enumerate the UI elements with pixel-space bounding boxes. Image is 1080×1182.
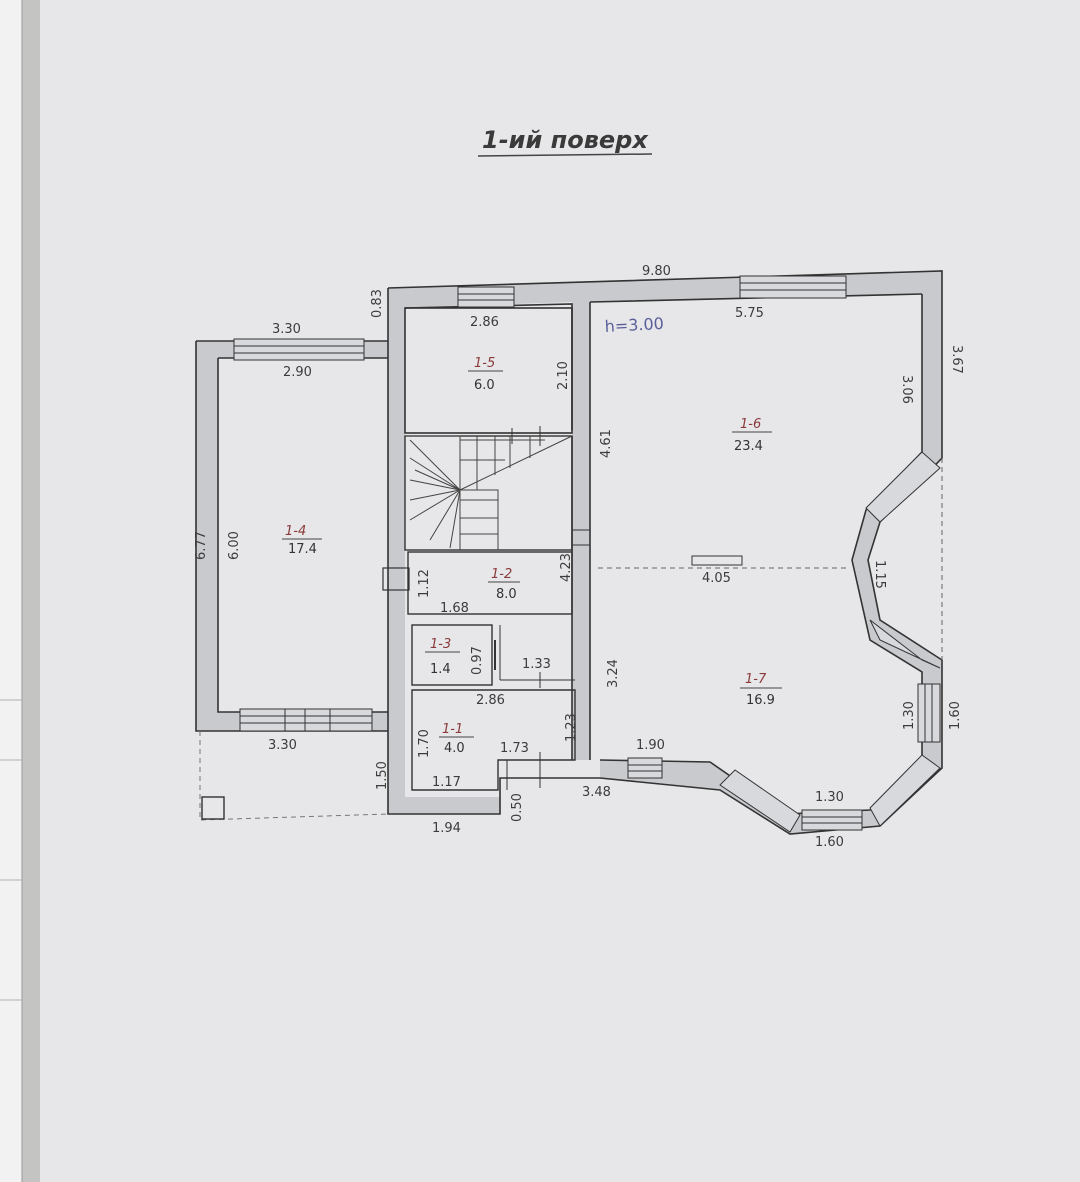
room-1-3-label: 1-3 1.4 <box>425 637 460 677</box>
svg-text:1-7: 1-7 <box>745 672 767 687</box>
dim-r16-side: 4.61 <box>599 429 614 458</box>
porch-outline <box>199 731 389 821</box>
porch-column <box>201 796 225 820</box>
dim-right-top: 3.06 <box>899 375 914 404</box>
svg-text:1-2: 1-2 <box>491 567 512 582</box>
dim-bottom-step: 0.50 <box>510 793 525 822</box>
room-1-2-walls <box>407 551 573 615</box>
dim-left-top-inner: 2.90 <box>283 365 312 380</box>
room-1-1-label: 1-1 4.0 <box>439 722 474 756</box>
room-1-5-walls <box>404 307 573 434</box>
staircase <box>405 435 573 550</box>
room-1-3-walls <box>411 624 493 686</box>
svg-text:8.0: 8.0 <box>496 587 517 602</box>
dim-r15-width: 2.86 <box>470 315 499 330</box>
radiator <box>691 555 743 566</box>
svg-text:4.0: 4.0 <box>444 741 465 756</box>
room-1-4-label: 1-4 17.4 <box>282 524 322 557</box>
svg-text:1-4: 1-4 <box>285 524 306 539</box>
dim-bay-right-inner: 1.30 <box>902 701 917 730</box>
svg-text:1-1: 1-1 <box>442 722 463 737</box>
svg-text:1-5: 1-5 <box>474 356 495 371</box>
dim-r11-bottom: 1.17 <box>432 775 461 790</box>
svg-text:1-6: 1-6 <box>740 417 761 432</box>
room-1-6-label: 1-6 23.4 <box>732 417 772 454</box>
dim-bottom-r17: 1.90 <box>636 738 665 753</box>
dim-r12-left: 1.12 <box>417 569 432 598</box>
dim-bay-lower-outer: 1.60 <box>815 835 844 850</box>
svg-text:6.0: 6.0 <box>474 378 495 393</box>
dim-left-height-outer: 6.77 <box>194 531 209 560</box>
dim-stair-side: 4.23 <box>559 553 574 582</box>
dim-right-outer-top: 3.67 <box>949 345 964 374</box>
dimension-labels: 9.80 3.30 2.90 0.83 6.77 6.00 3.30 2.86 … <box>194 264 964 850</box>
height-note: h=3.00 <box>604 314 664 336</box>
svg-text:1-3: 1-3 <box>430 637 451 652</box>
door-1-2 <box>382 567 410 591</box>
dim-r12-bottom: 1.68 <box>440 601 469 616</box>
dim-r16-top: 5.75 <box>735 306 764 321</box>
dim-bottom-left: 1.94 <box>432 821 461 836</box>
room-1-1-walls <box>411 689 576 791</box>
dim-porch-side: 1.50 <box>375 761 390 790</box>
svg-text:23.4: 23.4 <box>734 439 763 454</box>
dim-r11-step: 1.73 <box>500 741 529 756</box>
room-1-5-label: 1-5 6.0 <box>468 356 503 393</box>
svg-text:17.4: 17.4 <box>288 542 317 557</box>
room-1-7-label: 1-7 16.9 <box>740 672 782 708</box>
title-underline <box>477 153 653 157</box>
dim-r11-top: 2.86 <box>476 693 505 708</box>
room-1-2-label: 1-2 8.0 <box>488 567 520 602</box>
windows <box>233 275 941 833</box>
plan-title: 1-ий поверх <box>482 126 649 154</box>
dim-r13-side: 0.97 <box>470 646 485 675</box>
dim-left-step: 0.83 <box>370 289 385 318</box>
dim-left-bottom: 3.30 <box>268 738 297 753</box>
dim-r15-height: 2.10 <box>556 361 571 390</box>
dim-bottom-mid: 3.48 <box>582 785 611 800</box>
dim-left-top-outer: 3.30 <box>272 322 301 337</box>
dim-bay-lower-inner: 1.30 <box>815 790 844 805</box>
svg-text:16.9: 16.9 <box>746 693 775 708</box>
dim-r17-side: 3.24 <box>606 659 621 688</box>
dim-bay-right-outer: 1.60 <box>948 701 963 730</box>
dim-split-line: 4.05 <box>702 571 731 586</box>
dim-left-height-inner: 6.00 <box>227 531 242 560</box>
dim-top-overall: 9.80 <box>642 264 671 279</box>
svg-text:1.4: 1.4 <box>430 662 451 677</box>
dim-r13-bottom: 1.33 <box>522 657 551 672</box>
dim-bay-mid: 1.15 <box>872 560 887 589</box>
dim-r11-left: 1.70 <box>417 729 432 758</box>
dim-r11-side: 1.23 <box>564 713 579 742</box>
